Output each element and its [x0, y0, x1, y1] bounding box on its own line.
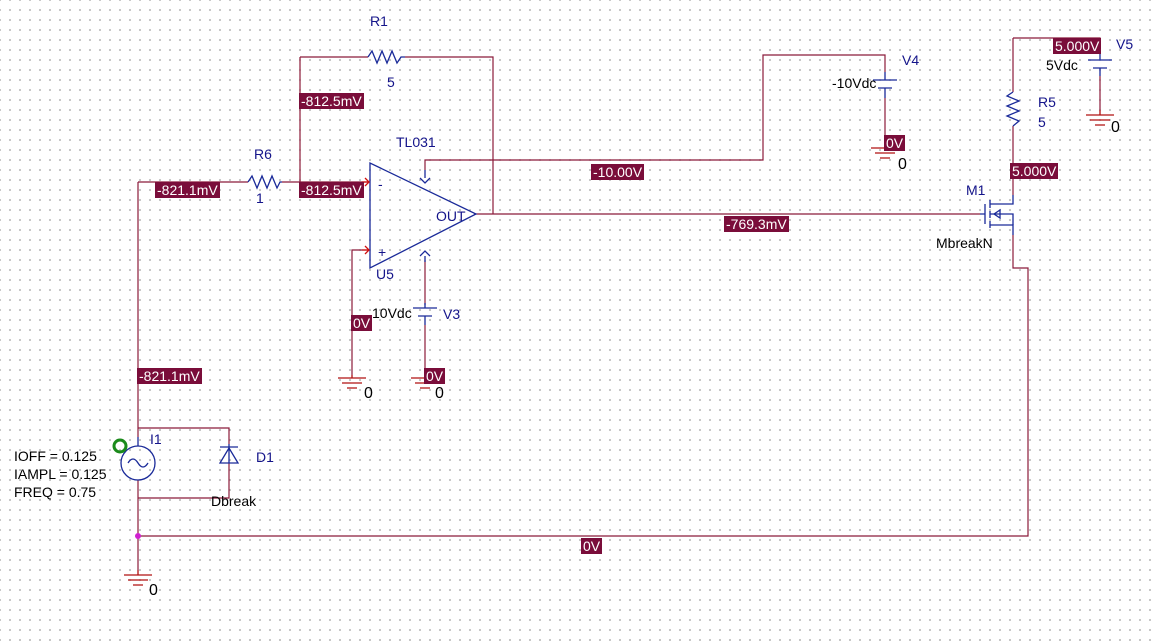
current-source-i1-symbol[interactable] — [112, 437, 156, 481]
i1-ioff-label: IOFF = 0.125 — [14, 448, 97, 464]
opamp-plus-label: + — [378, 244, 387, 260]
voltage-marker-v4-gnd[interactable]: 0V — [884, 135, 906, 151]
v5-value-label: 5Vdc — [1046, 57, 1078, 73]
voltage-marker-r6-right[interactable]: -812.5mV — [299, 182, 364, 198]
voltage-marker-r6-left[interactable]: -821.1mV — [155, 182, 220, 198]
ground-label: 0 — [149, 582, 158, 599]
diode-d1-symbol[interactable] — [218, 444, 240, 464]
voltage-marker-m1-drain[interactable]: 5.000V — [1010, 163, 1059, 179]
ground-label: 0 — [1111, 119, 1120, 136]
voltage-marker-bottom-rail[interactable]: 0V — [581, 538, 603, 554]
i1-ref-label: I1 — [150, 431, 162, 447]
r5-value-label: 5 — [1038, 114, 1046, 130]
d1-model-label: Dbreak — [211, 493, 257, 509]
voltage-marker-v5-top[interactable]: 5.000V — [1053, 38, 1102, 54]
ground-label: 0 — [364, 385, 373, 402]
v3-ref-label: V3 — [443, 306, 461, 322]
source-v5-symbol[interactable] — [1088, 52, 1112, 76]
source-v4-symbol[interactable] — [873, 72, 897, 98]
opamp-minus-label: - — [378, 176, 383, 192]
ground-label: 0 — [435, 385, 444, 402]
voltage-marker-v3-gnd[interactable]: 0V — [424, 368, 446, 384]
r5-ref-label: R5 — [1038, 94, 1056, 110]
voltage-marker-plus-in[interactable]: 0V — [351, 315, 373, 331]
voltage-marker-r1-left[interactable]: -812.5mV — [299, 93, 364, 109]
ground-symbol — [124, 570, 152, 586]
voltage-marker-i1-top[interactable]: -821.1mV — [137, 368, 202, 384]
r1-ref-label: R1 — [370, 13, 388, 29]
v5-ref-label: V5 — [1116, 36, 1134, 52]
resistor-r1-symbol[interactable] — [367, 49, 405, 65]
m1-model-label: MbreakN — [936, 235, 993, 251]
resistor-r6-symbol[interactable] — [247, 174, 282, 190]
v4-ref-label: V4 — [902, 52, 920, 68]
ground-symbol — [338, 375, 366, 389]
junction-dot — [135, 533, 141, 539]
r6-value-label: 1 — [256, 190, 264, 206]
ground-symbol — [1086, 110, 1114, 126]
r6-ref-label: R6 — [254, 146, 272, 162]
m1-ref-label: M1 — [966, 182, 986, 198]
opamp-ref-label: U5 — [376, 266, 394, 282]
i1-iampl-label: IAMPL = 0.125 — [14, 466, 107, 482]
r1-value-label: 5 — [387, 74, 395, 90]
v3-value-label: 10Vdc — [372, 305, 412, 321]
v4-value-label: -10Vdc — [832, 75, 877, 91]
wires — [137, 37, 1101, 570]
opamp-model-label: TL031 — [396, 134, 436, 150]
voltage-marker-opamp-out[interactable]: -769.3mV — [724, 216, 789, 232]
ground-label: 0 — [898, 156, 907, 173]
resistor-r5-symbol[interactable] — [1005, 91, 1021, 127]
opamp-out-label: OUT — [436, 208, 466, 224]
d1-ref-label: D1 — [256, 449, 274, 465]
source-v3-symbol[interactable] — [413, 303, 437, 325]
voltage-marker-opamp-vminus[interactable]: -10.00V — [591, 164, 645, 180]
mosfet-m1-symbol[interactable] — [980, 195, 1014, 235]
i1-freq-label: FREQ = 0.75 — [14, 484, 97, 500]
